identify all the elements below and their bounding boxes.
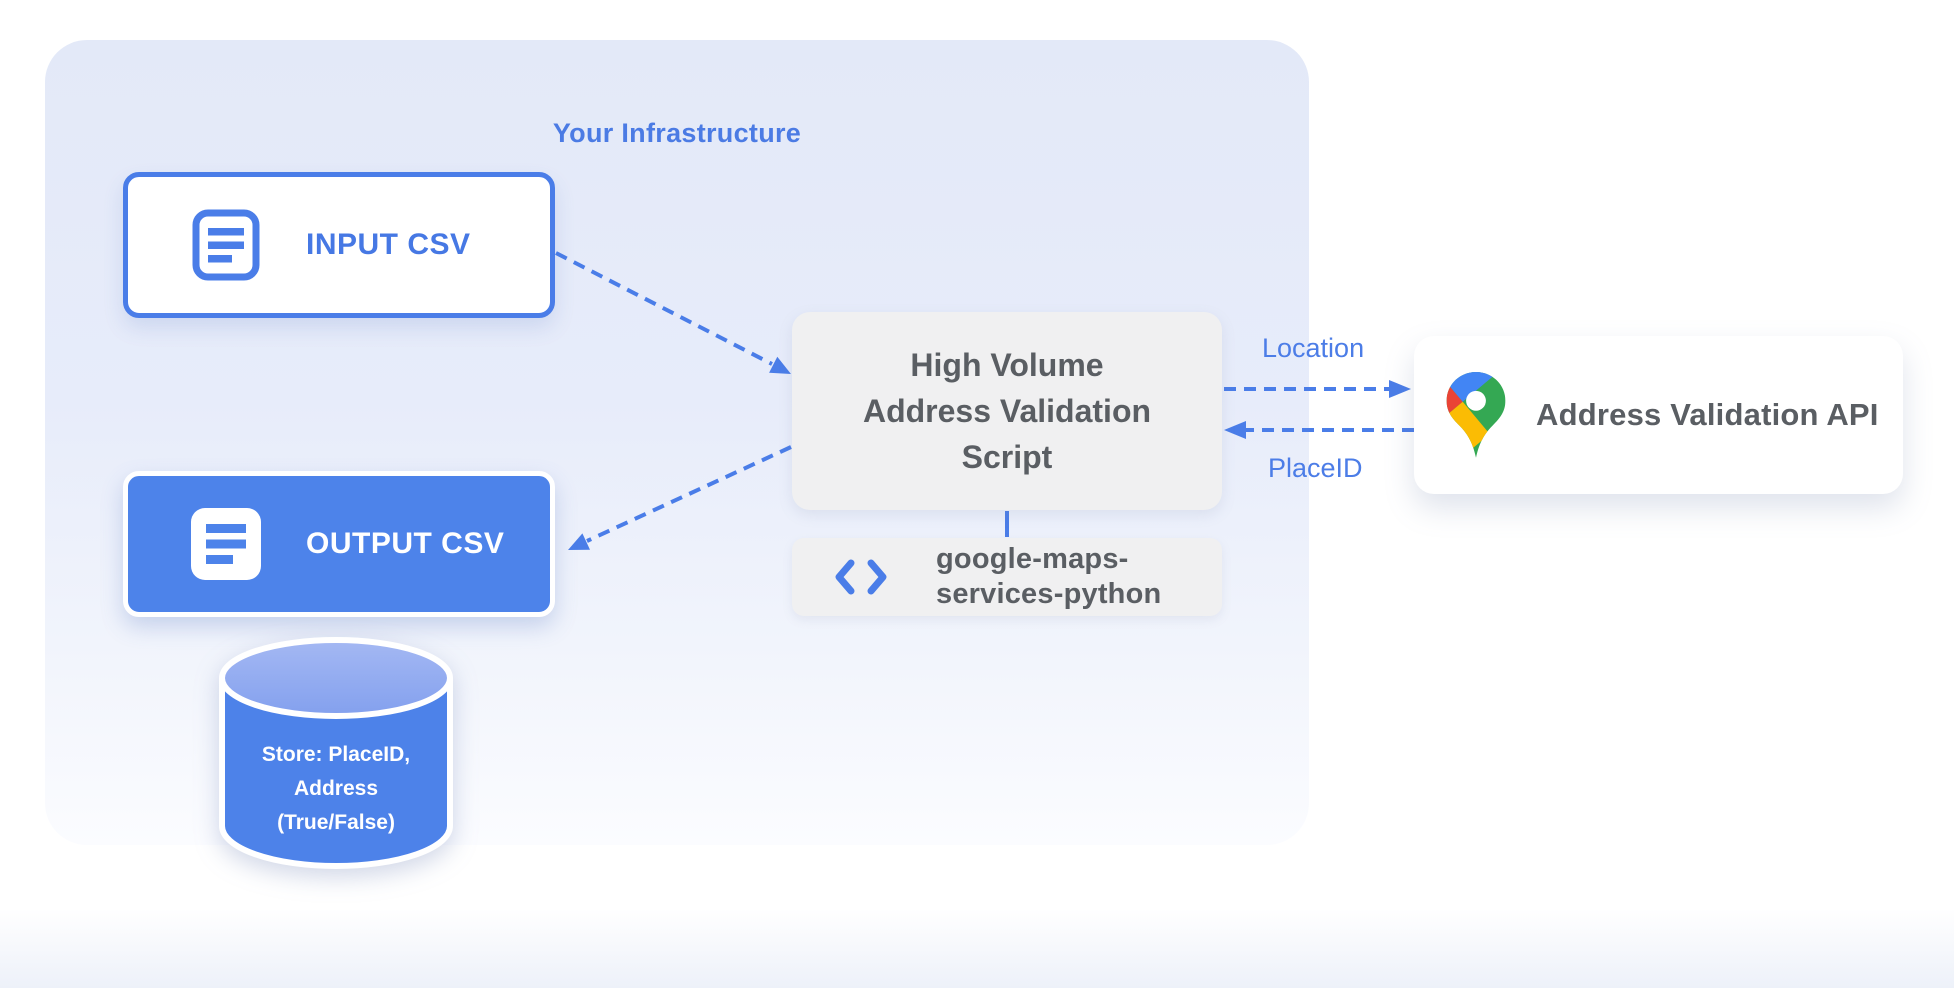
- arrowhead-into-api: [1389, 380, 1411, 398]
- document-icon: [192, 209, 260, 281]
- library-node: google-maps- services-python: [792, 538, 1222, 616]
- google-maps-pin-icon: [1446, 371, 1506, 458]
- validation-script-node: High Volume Address Validation Script: [792, 312, 1222, 510]
- infrastructure-title: Your Infrastructure: [552, 118, 802, 148]
- output-csv-label: OUTPUT CSV: [306, 527, 505, 560]
- output-csv-node: OUTPUT CSV: [123, 471, 555, 617]
- validation-script-label: High Volume Address Validation Script: [862, 347, 1152, 475]
- document-icon: [191, 508, 261, 580]
- library-label: google-maps- services-python: [936, 543, 1162, 610]
- code-icon: [835, 559, 887, 595]
- datastore-cylinder: Store: PlaceID, Address (True/False): [216, 634, 456, 882]
- input-csv-label: INPUT CSV: [306, 228, 471, 261]
- address-validation-api-node: Address Validation API: [1414, 336, 1903, 494]
- datastore-label: Store: PlaceID, Address (True/False): [261, 743, 411, 834]
- database-icon: [219, 637, 453, 869]
- location-edge-label: Location: [1262, 333, 1365, 363]
- input-csv-node: INPUT CSV: [123, 172, 555, 318]
- placeid-edge-label: PlaceID: [1268, 453, 1363, 483]
- address-validation-api-label: Address Validation API: [1536, 397, 1879, 432]
